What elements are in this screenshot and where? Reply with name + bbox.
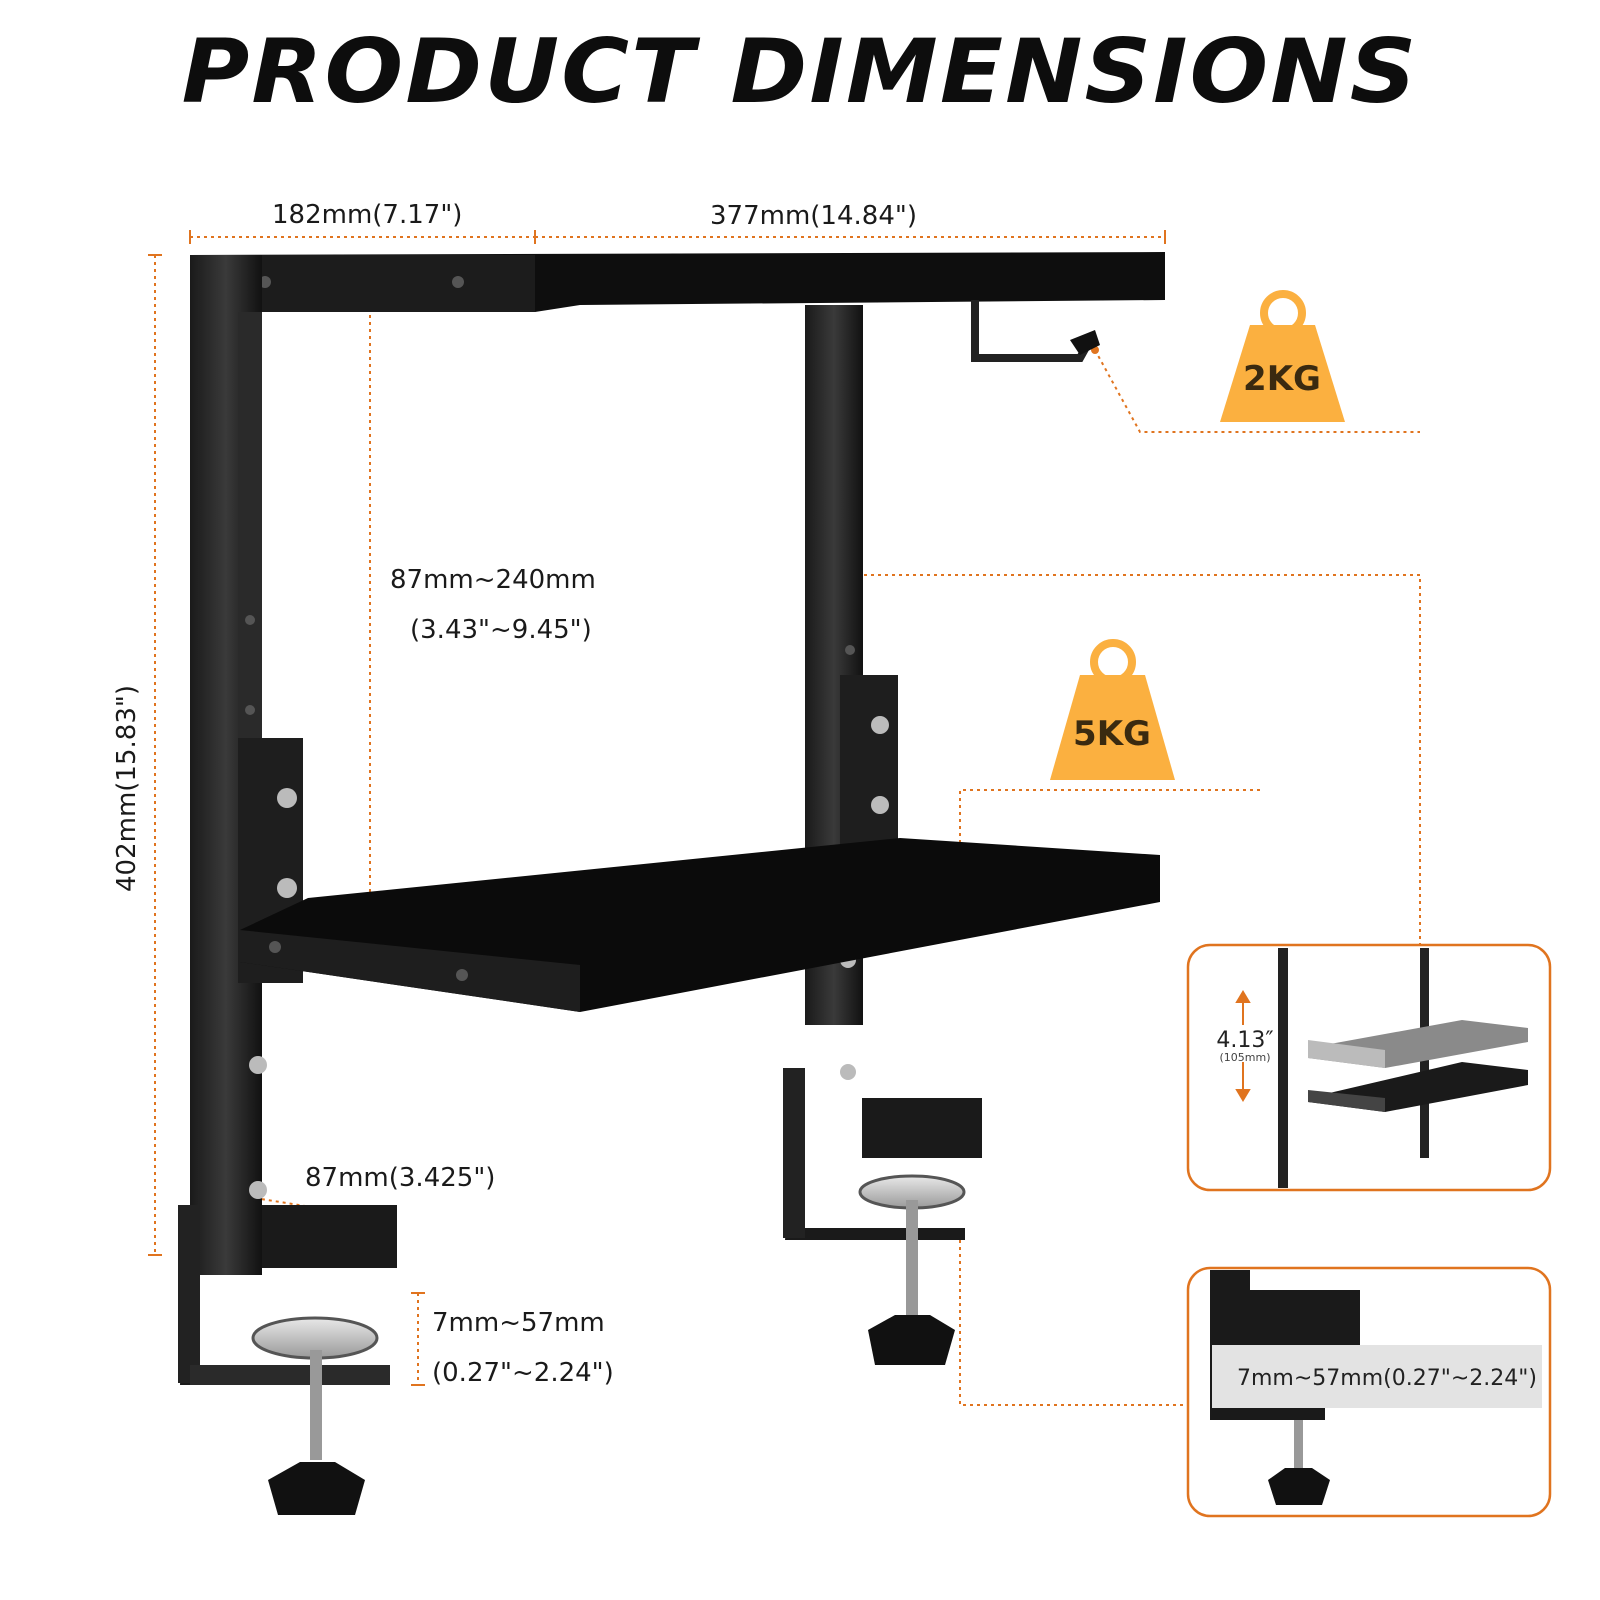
dim-shelf-gap-in: (3.43"~9.45") (410, 615, 592, 645)
adjust-arrow-icon (1235, 990, 1251, 1102)
inset-step-mm: (105mm) (1219, 1051, 1270, 1064)
dim-height: 402mm(15.83") (112, 685, 142, 892)
inset-clamp: 7mm~57mm(0.27"~2.24") (1186, 1266, 1552, 1518)
page-title: PRODUCT DIMENSIONS (181, 20, 1419, 123)
weight-icon: 2KG (1220, 290, 1345, 422)
dim-shelf-gap-mm: 87mm~240mm (390, 565, 596, 595)
dimension-lines (154, 236, 1421, 1406)
dim-clamp-arm: 87mm(3.425") (305, 1163, 496, 1193)
weight-label-top: 2KG (1243, 359, 1321, 399)
weight-label-shelf: 5KG (1073, 714, 1151, 754)
dim-clamp-range-mm: 7mm~57mm (432, 1308, 605, 1338)
inset-clamp-range: 7mm~57mm(0.27"~2.24") (1237, 1366, 1537, 1391)
inset-step-inches: 4.13″ (1216, 1028, 1273, 1053)
inset-adjust: 4.13″ (105mm) (1186, 943, 1552, 1192)
dimension-dots (251, 346, 1099, 1202)
dim-depth: 182mm(7.17") (272, 200, 463, 230)
weight-icon: 5KG (1050, 639, 1175, 780)
shelf-frame (178, 252, 1165, 1515)
dim-clamp-range-in: (0.27"~2.24") (432, 1358, 614, 1388)
dim-width: 377mm(14.84") (710, 201, 917, 231)
